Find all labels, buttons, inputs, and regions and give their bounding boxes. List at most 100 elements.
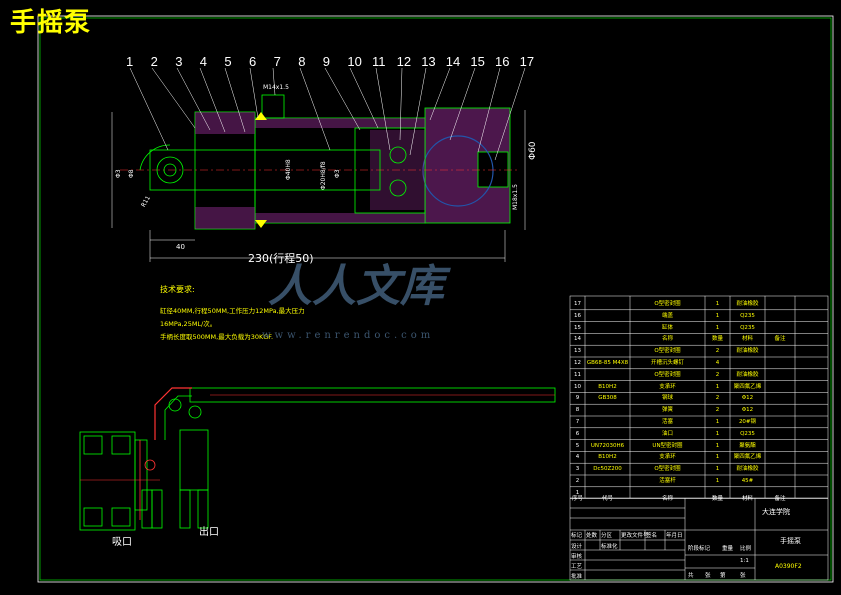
part-number-5: 5: [224, 54, 232, 69]
bom-cell-no: 5: [575, 442, 580, 449]
bom-cell-no: 11: [574, 371, 581, 378]
dim-thread-right: M18x1.5: [512, 184, 519, 210]
assembly-view: [79, 387, 556, 531]
part-number-15: 15: [470, 54, 485, 69]
bom-table: [569, 295, 829, 581]
dim-d1: Φ3: [115, 169, 122, 178]
bom-cell-no: 15: [574, 324, 581, 331]
bom-cell-no: 14: [574, 336, 581, 343]
bom-cell-qty: 1: [715, 466, 720, 473]
dim-small: Φ3: [334, 169, 341, 178]
part-number-3: 3: [175, 54, 183, 69]
title-block-label: 审核: [571, 554, 583, 560]
title-block-label: 第: [720, 573, 726, 579]
part-number-12: 12: [396, 54, 412, 69]
dim-piston: Φ20H8/f8: [320, 161, 327, 190]
dim-length: 230(行程50): [248, 252, 314, 265]
ball-valve-top: [389, 146, 407, 164]
bom-cell-name: 活塞杆: [659, 478, 676, 484]
bom-header-name: 名称: [661, 495, 673, 502]
title-block-label: 设计: [571, 544, 583, 550]
bom-cell-no: 1: [575, 489, 580, 496]
bom-cell-material: 20#钢: [738, 419, 757, 425]
tech-line-2: 16MPa,25ML/次。: [160, 320, 217, 328]
bom-cell-name: UN型密封圈: [652, 442, 683, 449]
bom-cell-qty: 2: [715, 348, 720, 355]
scale: 1:1: [740, 558, 749, 564]
title-block-label: 标准化: [601, 544, 618, 550]
bom-cell-qty: 1: [715, 442, 720, 449]
bom-cell-name: O型密封圈: [654, 348, 681, 355]
bom-header-note: 备注: [774, 495, 786, 502]
bom-cell-qty: 2: [715, 407, 720, 414]
bom-header-code: 代号: [601, 495, 613, 502]
bom-cell-name: 活塞: [661, 419, 673, 425]
bom-cell-name: 端盖: [661, 312, 673, 319]
bom-cell-no: 16: [574, 312, 581, 319]
bom-cell-no: 17: [574, 301, 581, 307]
bom-cell-name: 支承环: [659, 454, 676, 461]
drawing-code: A0390F2: [775, 563, 802, 570]
title-block-label: 张: [740, 573, 746, 579]
part-number-16: 16: [495, 54, 510, 69]
bom-cell-code: B10H2: [598, 454, 617, 461]
bom-cell-qty: 1: [715, 430, 720, 437]
bom-cell-code: UN72030H6: [590, 442, 625, 449]
tech-line-1: 缸径40MM,行程50MM,工作压力12MPa,最大压力: [160, 307, 305, 315]
bom-cell-qty: 1: [715, 301, 720, 307]
bom-cell-no: 7: [575, 419, 580, 425]
title-block-label: 签名: [646, 533, 658, 539]
bom-cell-code: GB308: [598, 395, 617, 402]
bom-cell-material: Φ12: [741, 395, 754, 402]
dim-thread-top: M14x1.5: [263, 84, 289, 91]
part-number-10: 10: [347, 54, 362, 69]
top-oil-port: [261, 94, 285, 119]
drawing-title: 手摇泵: [10, 8, 92, 38]
bom-cell-name: 名称: [661, 336, 673, 343]
bom-cell-code: GB68-85 M4X8: [586, 360, 629, 366]
part-number-17: 17: [519, 54, 535, 69]
bom-cell-material: Φ12: [741, 407, 754, 414]
bom-cell-qty: 2: [715, 371, 720, 378]
bom-cell-qty: 2: [715, 395, 720, 402]
title-block-label: 标记: [571, 533, 583, 539]
part-number-7: 7: [273, 54, 281, 69]
bom-cell-name: 弹簧: [661, 407, 673, 414]
bom-cell-material: 耐油橡胶: [736, 371, 759, 378]
bom-cell-material: 聚四氟乙烯: [733, 383, 762, 390]
bom-cell-material: 材料: [741, 336, 753, 343]
part-number-2: 2: [150, 54, 158, 69]
outlet-port-label: 出口: [199, 527, 219, 538]
bom-cell-name: O型密封圈: [654, 301, 681, 307]
bom-cell-qty: 1: [715, 383, 720, 390]
bom-header-no: 序号: [571, 495, 583, 502]
bom-cell-material: Q235: [740, 430, 755, 437]
bom-cell-no: 13: [574, 348, 581, 355]
title-block-label: 重量: [722, 546, 734, 552]
bom-cell-material: 耐油橡胶: [736, 348, 759, 355]
piston-head: [354, 127, 426, 214]
dim-d2: Φ8: [128, 169, 135, 178]
part-number-14: 14: [445, 54, 461, 69]
bom-cell-name: 油口: [661, 430, 673, 437]
ball-valve-bottom: [389, 179, 407, 197]
main-section-view: [111, 67, 526, 262]
bom-cell-name: 缸体: [661, 324, 673, 331]
title-block-label: 处数: [586, 533, 598, 539]
bom-cell-no: 8: [575, 407, 580, 414]
suction-port-label: 吸口: [112, 537, 132, 548]
tech-line-3: 手柄长度取500MM,最大负载为30KGF.: [160, 333, 274, 341]
bom-header-material: 材料: [741, 495, 753, 502]
school-name: 大连学院: [762, 508, 790, 516]
title-block-label: 工艺: [571, 564, 583, 570]
title-block-label: 更改文件号: [621, 533, 649, 539]
bom-cell-material: 耐油橡胶: [736, 301, 759, 307]
bom-cell-qty: 1: [715, 312, 720, 319]
bom-cell-no: 4: [575, 454, 580, 461]
part-number-9: 9: [322, 54, 331, 69]
title-block-label: 张: [705, 573, 711, 579]
bom-cell-qty: 1: [715, 419, 720, 425]
bom-cell-name: 钢球: [661, 395, 673, 402]
